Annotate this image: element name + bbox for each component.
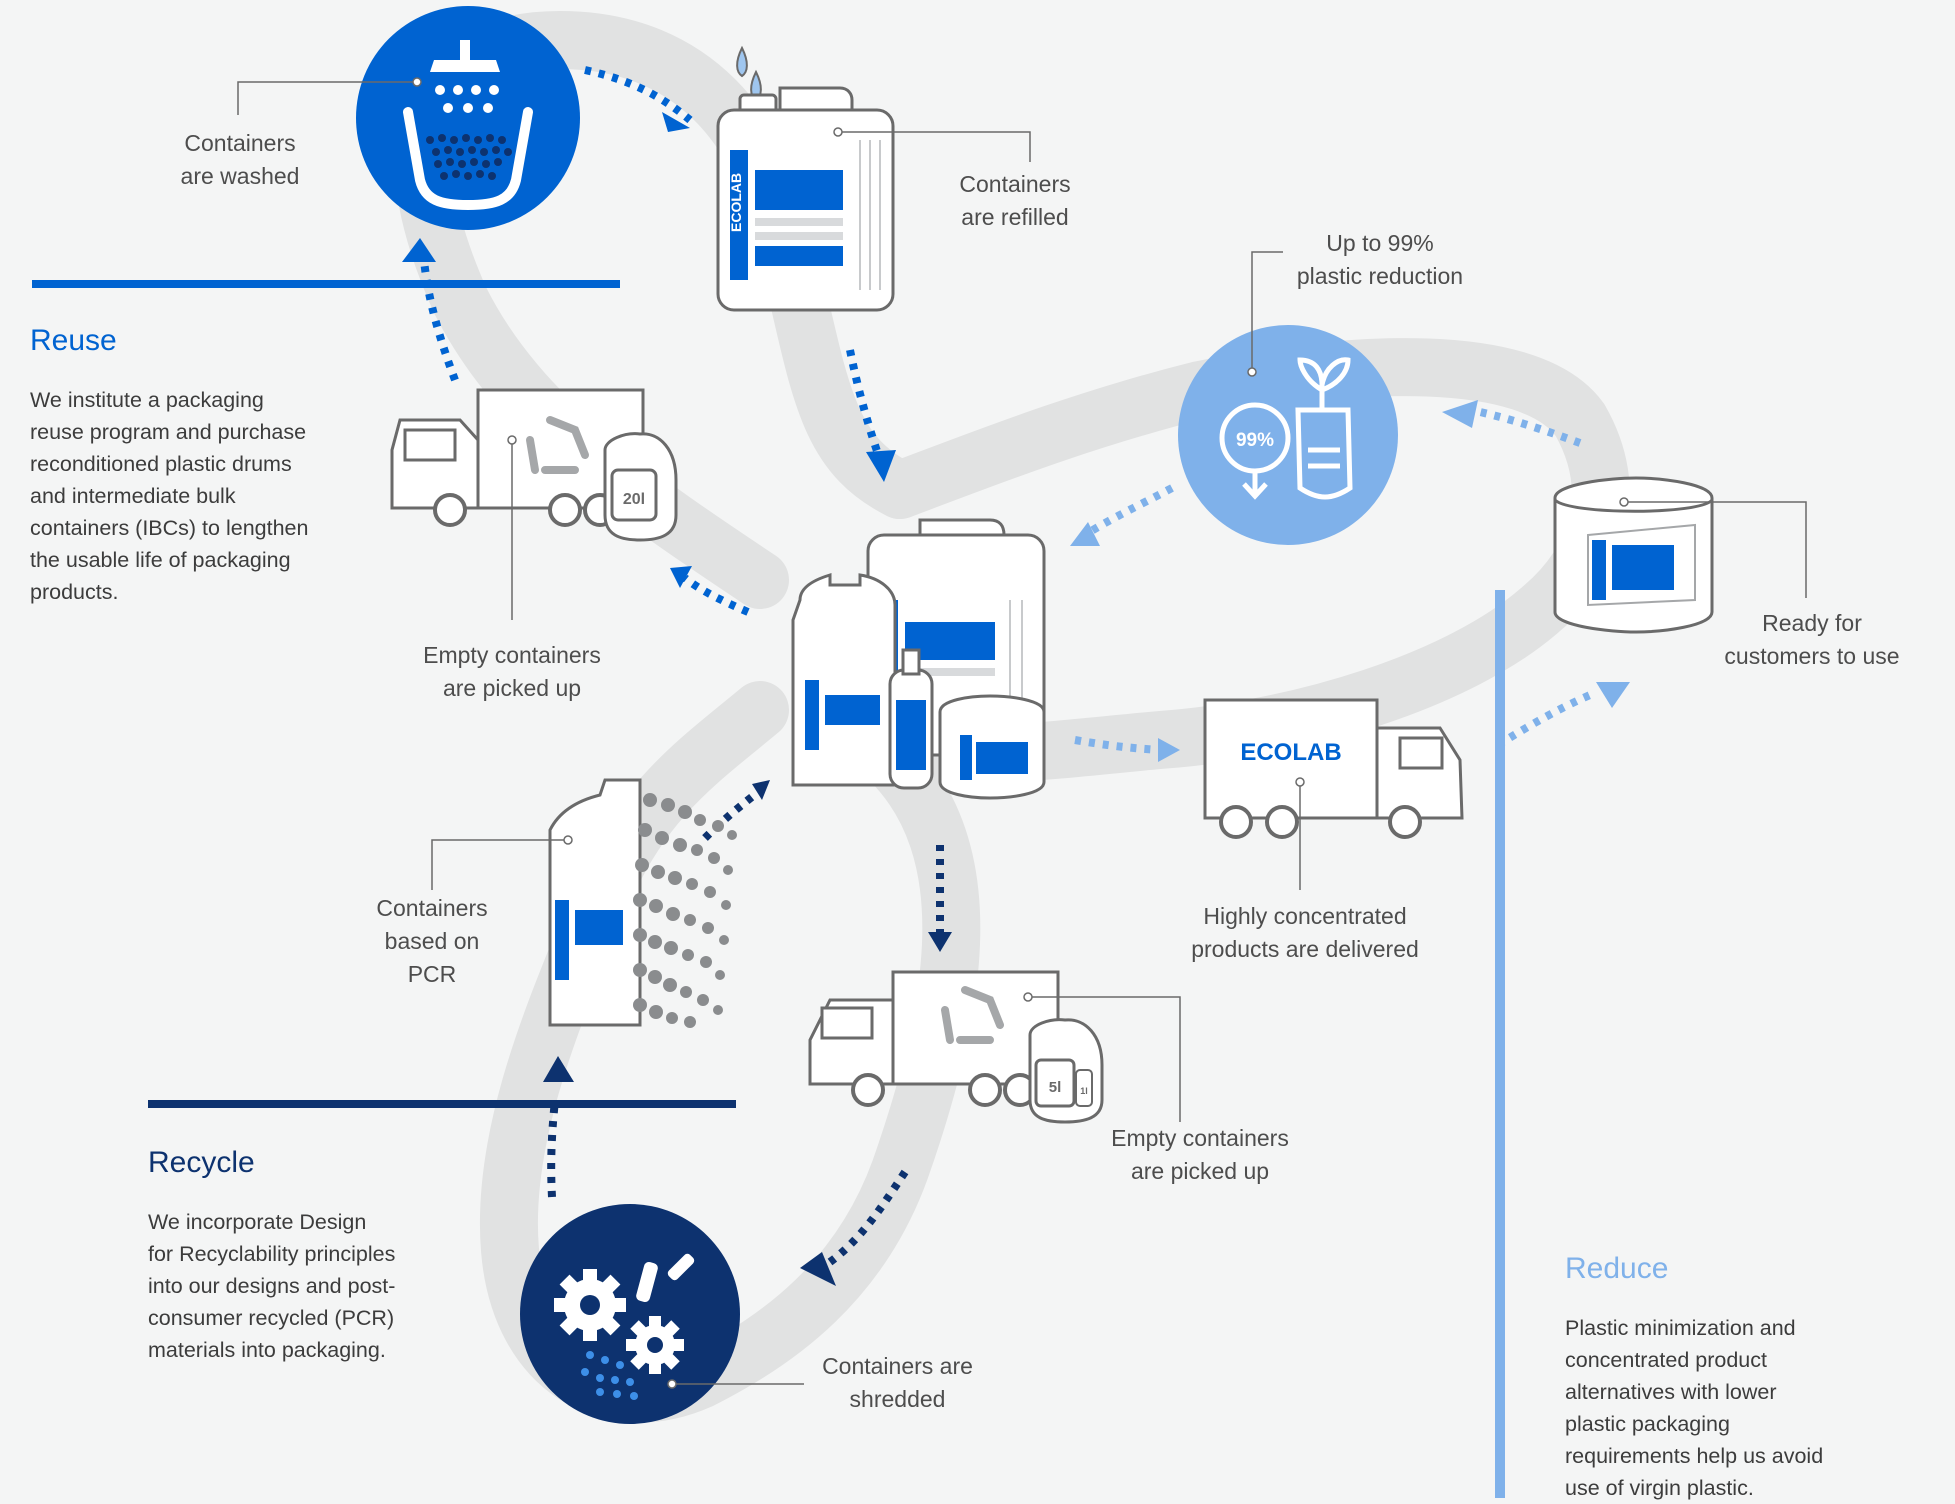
svg-text:5l: 5l — [1049, 1079, 1062, 1096]
svg-text:99%: 99% — [1236, 430, 1274, 451]
leader-lines — [237, 77, 1807, 1389]
svg-text:20l: 20l — [623, 491, 645, 508]
recycle-description: We incorporate Design for Recyclability … — [148, 1210, 396, 1362]
recycle-title: Recycle — [148, 1146, 255, 1179]
reduce-bar — [1495, 590, 1505, 1498]
svg-text:1l: 1l — [1080, 1086, 1088, 1096]
label-reduction: Up to 99%plastic reduction — [1296, 230, 1464, 289]
reuse-bar — [32, 280, 620, 288]
svg-text:ECOLAB: ECOLAB — [1240, 739, 1341, 766]
wash-icon — [356, 6, 580, 230]
pickup-truck-bottom-icon: 5l 1l — [808, 970, 1104, 1124]
pellets — [633, 793, 737, 1028]
ready-product-icon — [1553, 476, 1714, 634]
delivery-truck-icon: ECOLAB — [1203, 698, 1464, 839]
shredder-icon — [520, 1204, 740, 1424]
plastic-reduction-icon: 99% — [1178, 325, 1398, 545]
flow-arrows — [402, 66, 1630, 1286]
reuse-description: We institute a packaging reuse program a… — [30, 388, 309, 604]
reuse-title: Reuse — [30, 324, 117, 357]
refilled-container-icon: ECOLAB — [716, 45, 895, 312]
reduce-description: Plastic minimization and concentrated pr… — [1565, 1316, 1824, 1500]
pickup-truck-top-icon: 20l — [390, 388, 678, 542]
product-cluster-icon — [791, 518, 1046, 800]
recycle-bar — [148, 1100, 736, 1108]
svg-text:ECOLAB: ECOLAB — [728, 173, 744, 232]
reduce-title: Reduce — [1565, 1252, 1669, 1285]
